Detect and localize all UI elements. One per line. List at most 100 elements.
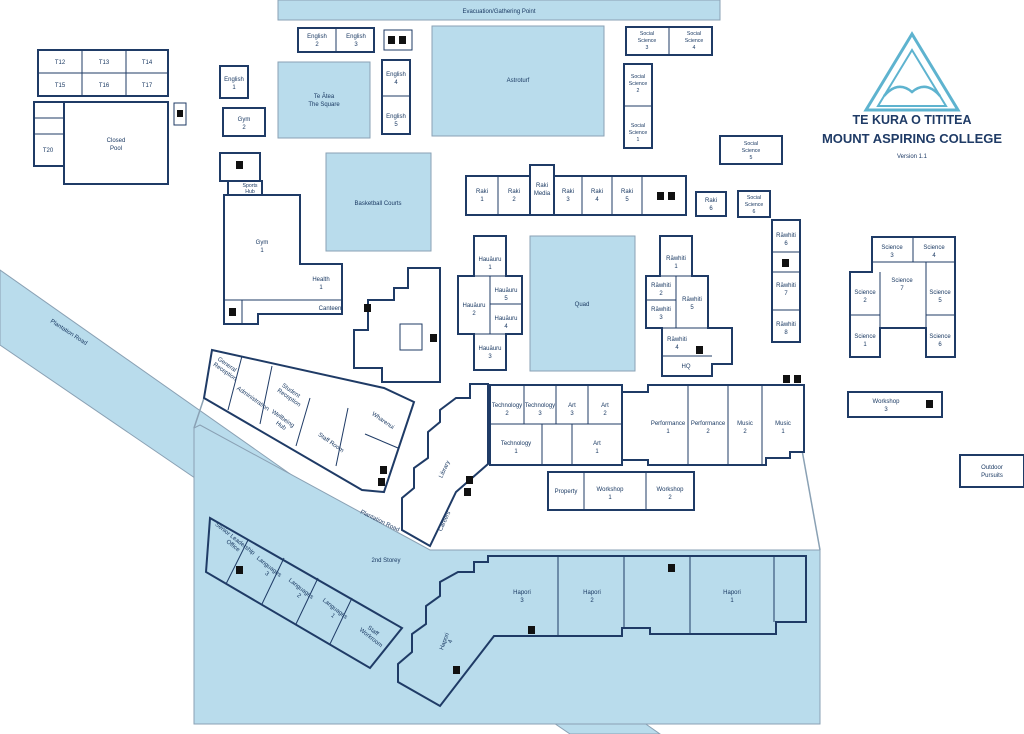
hapori4-label: Hapori: [439, 632, 451, 651]
raki-media: [529, 164, 555, 216]
toilet-icon: [236, 161, 243, 169]
logo-line-1: TE KURA O TITITEA: [853, 113, 972, 127]
rawhiti8-label: Rāwhiti: [776, 322, 796, 328]
toilet-icon: [177, 110, 183, 117]
tech3-label: Technology: [525, 403, 555, 409]
rawhiti1-num: 1: [674, 264, 678, 270]
english2-num: 2: [315, 42, 319, 48]
t20-label: T20: [43, 148, 54, 154]
hapori2-num: 2: [590, 598, 594, 604]
college-logo: TE KURA O TITITEA MOUNT ASPIRING COLLEGE…: [822, 31, 1002, 160]
performance-music-block: [621, 384, 805, 466]
tech3-num: 3: [538, 411, 542, 417]
ss4-l1: Social: [687, 31, 701, 37]
sci5-num: 5: [938, 298, 942, 304]
hauauru2-label: Hauāuru: [462, 303, 485, 309]
english3-label: English: [346, 34, 366, 40]
music1-label: Music: [775, 421, 791, 427]
wellbeing-hub-label: Hub: [274, 421, 287, 433]
gym-2: [222, 107, 266, 137]
raki6-num: 6: [709, 206, 713, 212]
pursuits-label: Pursuits: [981, 473, 1003, 479]
version-label: Version 1.1: [897, 154, 928, 160]
rawhiti6-label: Rāwhiti: [776, 233, 796, 239]
toilet-icon: [380, 466, 387, 474]
sci4-num: 4: [932, 253, 936, 259]
ss3-l3: 3: [646, 45, 649, 51]
perf2-label: Performance: [691, 421, 726, 427]
accessible-icon: [794, 375, 801, 383]
outdoor-pursuits: [959, 454, 1024, 488]
ss3-l1: Social: [640, 31, 654, 37]
rawhiti-block: [645, 235, 733, 377]
closed-pool-label-2: Pool: [110, 146, 122, 152]
sports-hub-label: Sports: [243, 183, 258, 189]
ss6-l1: Social: [747, 195, 761, 201]
mountain-inner-icon: [876, 48, 948, 107]
rawhiti1-label: Rāwhiti: [666, 256, 686, 262]
t16-label: T16: [99, 83, 110, 89]
toilet-icon: [229, 308, 236, 316]
accessible-icon: [399, 36, 406, 44]
sci5-label: Science: [929, 290, 951, 296]
t17-label: T17: [142, 83, 153, 89]
t-block: T12 T13 T14 T15 T16 T17: [37, 49, 169, 97]
tech2-label: Technology: [492, 403, 522, 409]
hapori1-num: 1: [730, 598, 734, 604]
workshop1-label: Workshop: [597, 487, 625, 493]
raki4-label: Raki: [591, 189, 603, 195]
wave-icon: [883, 85, 941, 97]
workshop3-num: 3: [884, 407, 888, 413]
accessible-icon: [430, 334, 437, 342]
t15-label: T15: [55, 83, 66, 89]
logo-line-2: MOUNT ASPIRING COLLEGE: [822, 131, 1002, 146]
square-label: The Square: [308, 102, 340, 108]
tech1-label: Technology: [501, 441, 531, 447]
rawhiti4-num: 4: [675, 345, 679, 351]
quad: [529, 235, 636, 372]
raki-media-label: Raki: [536, 183, 548, 189]
rawhiti3-label: Rāwhiti: [651, 307, 671, 313]
raki1-label: Raki: [476, 189, 488, 195]
sci3-num: 3: [890, 253, 894, 259]
gym2-num: 2: [242, 125, 246, 131]
astroturf-label: Astroturf: [507, 78, 530, 84]
art2-label: Art: [601, 403, 609, 409]
raki2-label: Raki: [508, 189, 520, 195]
sci6-num: 6: [938, 342, 942, 348]
gym-1: [223, 194, 343, 325]
lang3-num: 3: [263, 571, 270, 578]
rawhiti8-num: 8: [784, 330, 788, 336]
hauauru1-num: 1: [488, 265, 492, 271]
hauauru3-num: 3: [488, 354, 492, 360]
rawhiti7-label: Rāwhiti: [776, 283, 796, 289]
astroturf: [431, 25, 605, 137]
hauauru3-label: Hauāuru: [478, 346, 501, 352]
ss6-l3: 6: [753, 209, 756, 215]
ss4-l2: Science: [685, 38, 704, 44]
lang1-num: 1: [329, 613, 336, 620]
hapori2-label: Hapori: [583, 590, 601, 596]
english1-label: English: [224, 77, 244, 83]
ss1-l3: 1: [637, 137, 640, 143]
music1-num: 1: [781, 429, 785, 435]
art3-label: Art: [568, 403, 576, 409]
tech2-num: 2: [505, 411, 509, 417]
workshop3-label: Workshop: [873, 399, 901, 405]
property-workshop-block: [547, 471, 695, 511]
outdoor-label: Outdoor: [981, 465, 1003, 471]
workshop2-label: Workshop: [657, 487, 685, 493]
hq-label: HQ: [682, 364, 691, 370]
health1-num: 1: [319, 285, 323, 291]
perf1-label: Performance: [651, 421, 686, 427]
music2-num: 2: [743, 429, 747, 435]
accessible-icon: [696, 346, 703, 354]
sci1-label: Science: [854, 334, 876, 340]
gym1-label: Gym: [256, 240, 269, 246]
accessible-icon: [668, 192, 675, 200]
accessible-icon: [378, 478, 385, 486]
english2-label: English: [307, 34, 327, 40]
hauauru4-num: 4: [504, 324, 508, 330]
administration-block: [202, 348, 416, 494]
ss2-l1: Social: [631, 74, 645, 80]
